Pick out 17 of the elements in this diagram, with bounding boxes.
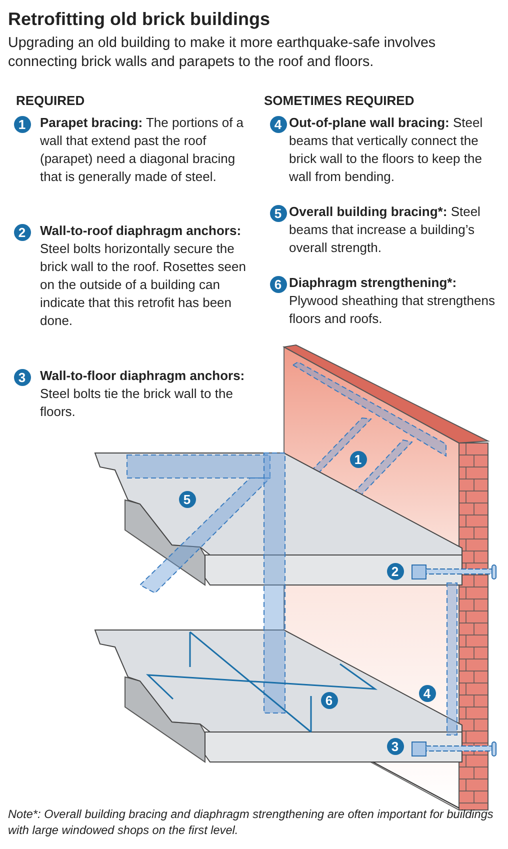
section-heading: SOMETIMES REQUIRED	[264, 92, 416, 110]
item-description: Overall building bracing*: Steel beams that increase a building’s overall strength.	[289, 203, 482, 257]
item-description: Parapet bracing: The portions of a wall that extend past the roof (parapet) need a diagonal bracing that is generally made of steel.	[40, 114, 245, 186]
number-badge: 1	[14, 116, 30, 132]
subtitle: Upgrading an old building to make it more earthquake-safe involves connecting brick walls and parapets to the roof and floors.	[8, 34, 437, 72]
item-description: Wall-to-floor diaphragm anchors: Steel bolts tie the brick wall to the floors.	[40, 367, 246, 421]
number-badge: 4	[270, 116, 286, 132]
footnote: Note*: Overall building bracing and diaphragm strengthening are often important for buildings with large windowed shops on the first level.	[8, 806, 494, 838]
item-description: Diaphragm strengthening*: Plywood sheathing that strengthens floors and roofs.	[289, 274, 496, 328]
number-badge: 6	[270, 276, 286, 292]
item-description: Out-of-plane wall bracing: Steel beams that vertically connect the brick wall to the floors to keep the wall from bending.	[289, 114, 484, 186]
title: Retrofitting old brick buildings	[8, 8, 270, 30]
section-heading: REQUIRED	[16, 92, 86, 110]
item-description: Wall-to-roof diaphragm anchors: Steel bolts horizontally secure the brick wall to the roof. Rosettes seen on the outside of a building can indicate that this retrofit has been done.	[40, 222, 247, 330]
number-badge: 3	[14, 368, 30, 386]
number-badge: 5	[270, 204, 286, 222]
number-badge: 2	[14, 224, 30, 240]
